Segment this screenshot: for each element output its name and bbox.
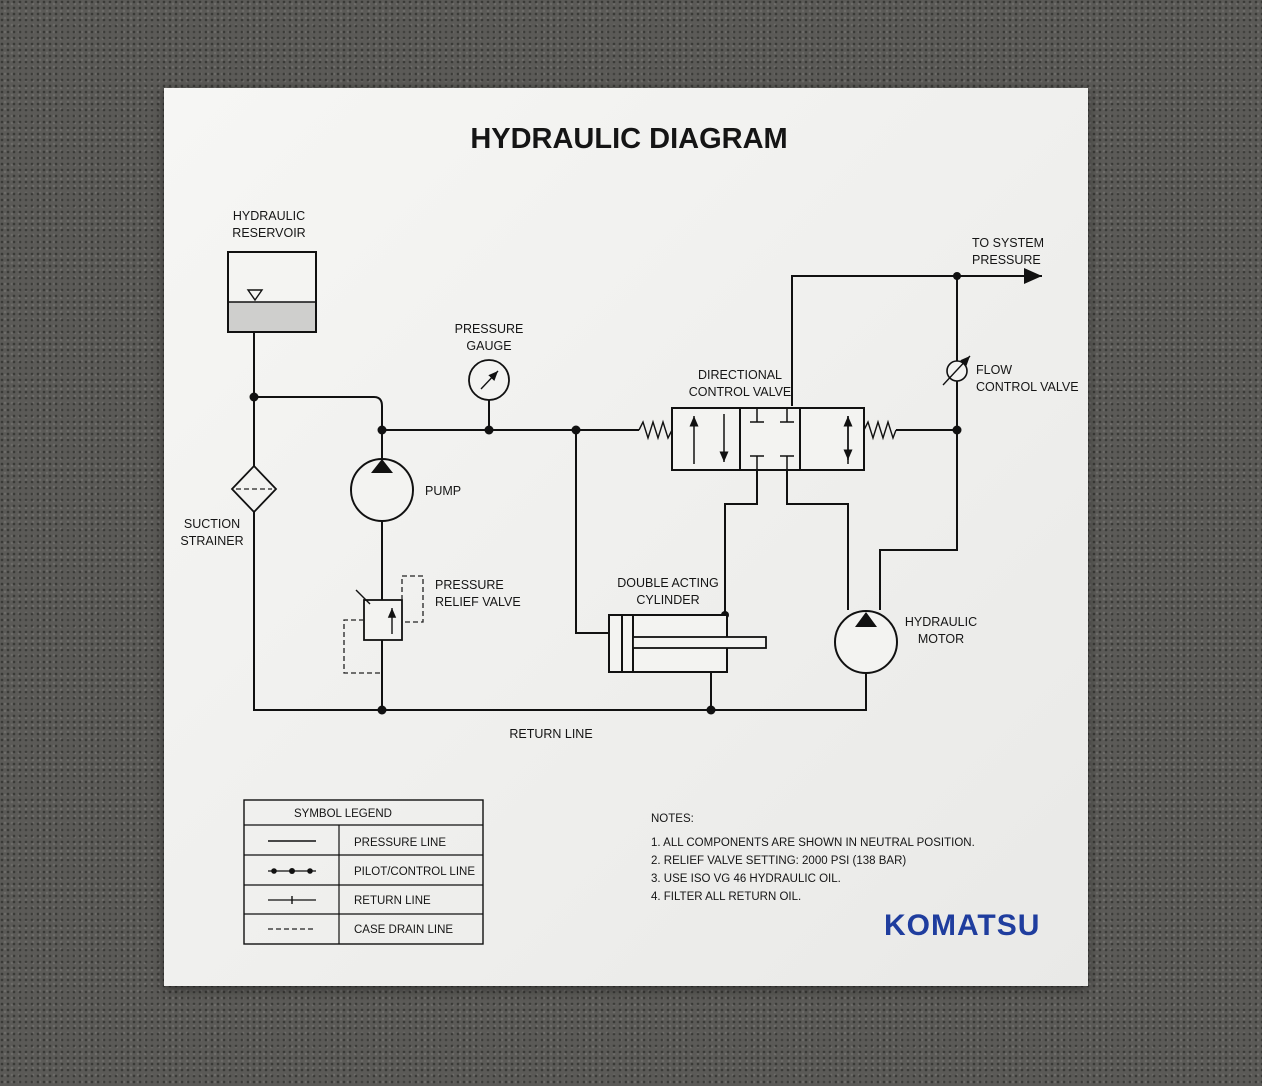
symbol-legend (243, 799, 484, 945)
pump-label: PUMP (425, 484, 461, 498)
flow-control-symbol (942, 355, 971, 386)
cylinder-symbol (608, 614, 767, 673)
legend-item-return: RETURN LINE (354, 895, 431, 907)
directional-valve-symbol (638, 407, 897, 471)
motor-symbol (834, 610, 898, 674)
legend-title: SYMBOL LEGEND (294, 808, 392, 820)
pump-symbol (350, 458, 414, 522)
note-4: 4. FILTER ALL RETURN OIL. (651, 891, 801, 903)
hydraulic-diagram: HYDRAULIC DIAGRAM (180, 123, 1079, 945)
reservoir-symbol (227, 251, 317, 333)
note-2: 2. RELIEF VALVE SETTING: 2000 PSI (138 B… (651, 855, 906, 867)
diagram-sheet: HYDRAULIC DIAGRAM (164, 88, 1088, 986)
pressure-gauge-symbol (468, 359, 510, 401)
komatsu-logo: KOMATSU (884, 909, 1040, 942)
relief-valve-symbol (343, 575, 424, 674)
legend-item-pilot: PILOT/CONTROL LINE (354, 866, 475, 878)
return-line-label: RETURN LINE (509, 727, 592, 741)
notes-title: NOTES: (651, 813, 694, 825)
page-title: HYDRAULIC DIAGRAM (470, 123, 787, 155)
strainer-symbol (230, 464, 278, 514)
note-3: 3. USE ISO VG 46 HYDRAULIC OIL. (651, 873, 841, 885)
legend-item-case-drain: CASE DRAIN LINE (354, 924, 453, 936)
note-1: 1. ALL COMPONENTS ARE SHOWN IN NEUTRAL P… (651, 837, 975, 849)
legend-item-pressure: PRESSURE LINE (354, 837, 446, 849)
